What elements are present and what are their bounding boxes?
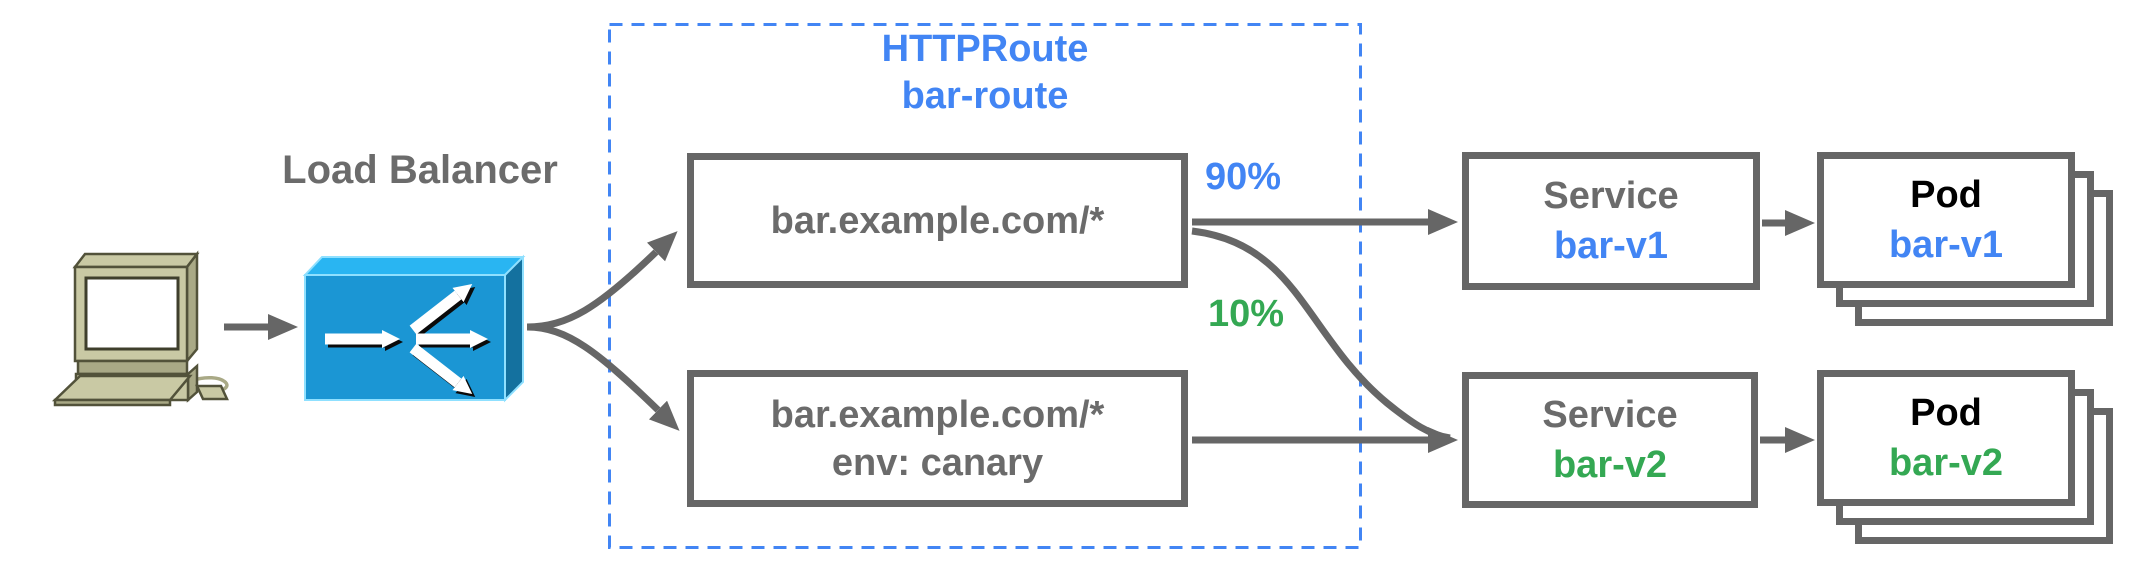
mouse — [195, 384, 229, 401]
httproute-kind-label: HTTPRoute — [881, 28, 1089, 70]
traffic-splitter-box-icon — [302, 254, 526, 403]
keyboard-edge — [53, 398, 172, 407]
pod-kind-label: Pod — [1910, 174, 1982, 216]
lb-arrows — [325, 283, 488, 395]
httproute-group-title: HTTPRoute bar-route — [609, 26, 1361, 120]
arrow-lb-to-route2 — [526, 323, 680, 431]
service-bar-v2-box: Service bar-v2 — [1462, 372, 1758, 508]
route-match-text: bar.example.com/* — [770, 393, 1105, 436]
route-match-text: bar.example.com/* — [770, 199, 1105, 242]
pod-bar-v1-box: Pod bar-v1 — [1817, 152, 2075, 288]
route-match-box-2: bar.example.com/* env: canary — [687, 370, 1188, 507]
httproute-name-label: bar-route — [901, 75, 1069, 117]
load-balancer-label: Load Balancer — [282, 148, 558, 192]
pod-name-label: bar-v2 — [1888, 442, 2004, 484]
service-kind-label: Service — [1543, 175, 1679, 217]
route-match-detail: env: canary — [831, 441, 1044, 484]
base-side-face — [186, 363, 199, 403]
monitor-screen — [84, 276, 180, 351]
lb-side-face — [504, 254, 524, 403]
service-name-label: bar-v2 — [1552, 444, 1668, 486]
weight-label-10: 10% — [1208, 293, 1285, 335]
curve-route1-to-service2 — [1191, 227, 1451, 442]
weight-label-90: 90% — [1205, 156, 1282, 198]
pod-bar-v1-stack: Pod bar-v1 — [1817, 152, 2113, 326]
monitor-stand — [76, 359, 189, 376]
pod-kind-label: Pod — [1910, 392, 1982, 434]
httproute-group-border — [608, 23, 1362, 549]
monitor-top-face — [72, 252, 200, 269]
service-name-label: bar-v1 — [1553, 225, 1669, 267]
lb-top-face — [302, 256, 526, 276]
pod-bar-v2-box: Pod bar-v2 — [1817, 370, 2075, 506]
service-kind-label: Service — [1542, 394, 1678, 436]
monitor-side-face — [185, 250, 199, 365]
keyboard — [51, 374, 193, 402]
pod-name-label: bar-v1 — [1888, 224, 2004, 266]
service-bar-v1-box: Service bar-v1 — [1462, 152, 1760, 290]
pod-bar-v2-stack: Pod bar-v2 — [1817, 370, 2113, 544]
route-match-box-1: bar.example.com/* — [687, 153, 1188, 288]
arrow-lb-to-route1 — [526, 231, 678, 331]
retro-computer-icon — [51, 250, 229, 407]
